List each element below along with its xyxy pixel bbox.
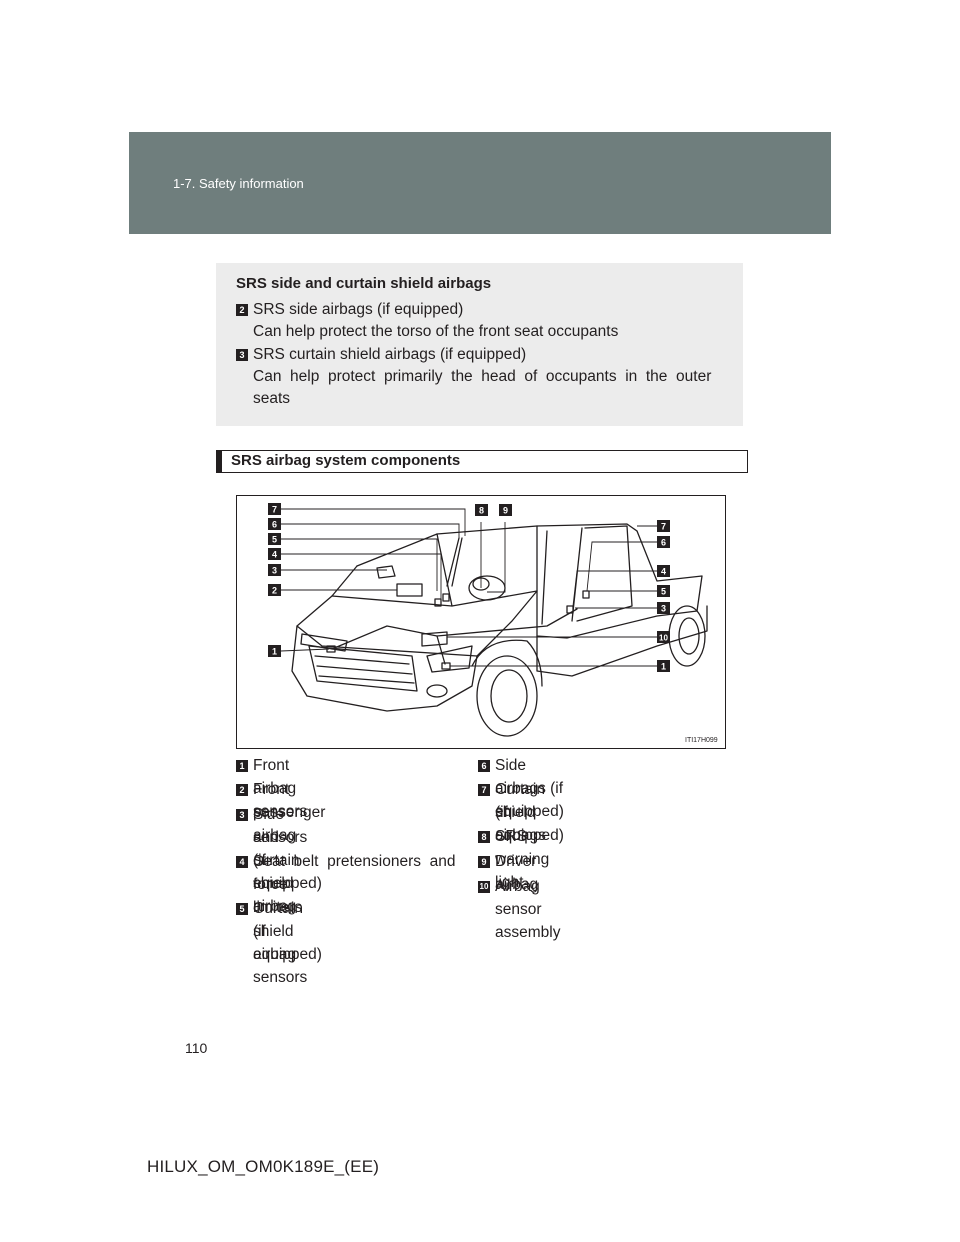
legend-label: Seat belt pretensioners and xyxy=(253,850,456,873)
callout-number: 3 xyxy=(661,604,666,614)
callout-number: 9 xyxy=(503,506,508,516)
page-number: 110 xyxy=(185,1040,207,1056)
info-item-desc: seats xyxy=(253,388,290,410)
callout-left: 7 xyxy=(268,503,281,515)
callout-number: 4 xyxy=(661,567,666,577)
number-badge: 3 xyxy=(236,349,248,361)
callout-number: 3 xyxy=(272,566,277,576)
legend-label: (if equipped) xyxy=(253,920,322,966)
section-heading-text: SRS airbag system components xyxy=(231,452,460,469)
callout-number: 2 xyxy=(272,586,277,596)
callout-number: 6 xyxy=(661,538,666,548)
callout-number: 6 xyxy=(272,520,277,530)
number-badge: 9 xyxy=(478,856,490,868)
legend-label: Airbag sensor assembly xyxy=(495,875,560,944)
callout-number: 5 xyxy=(661,587,666,597)
page-header: 1-7. Safety information xyxy=(129,132,831,234)
number-badge: 7 xyxy=(478,784,490,796)
info-item-label: SRS side airbags (if equipped) xyxy=(253,299,463,321)
callout-number: 7 xyxy=(272,505,277,515)
callout-number: 8 xyxy=(479,506,484,516)
callout-number: 4 xyxy=(272,550,277,560)
number-badge: 2 xyxy=(236,304,248,316)
number-badge: 4 xyxy=(236,856,248,868)
callout-number: 5 xyxy=(272,535,277,545)
number-badge: 2 xyxy=(236,784,248,796)
info-box: SRS side and curtain shield airbags 2 SR… xyxy=(216,263,743,426)
truck-illustration: 7 6 5 4 3 2 1 8 9 7 6 4 5 3 10 1 ITI17H0… xyxy=(237,496,725,748)
info-item-desc: Can help protect primarily the head of o… xyxy=(253,366,711,388)
section-heading: SRS airbag system components xyxy=(216,450,748,473)
number-badge: 3 xyxy=(236,809,248,821)
document-footer-code: HILUX_OM_OM0K189E_(EE) xyxy=(147,1157,379,1177)
number-badge: 6 xyxy=(478,760,490,772)
info-item-desc: Can help protect the torso of the front … xyxy=(253,321,618,343)
section-breadcrumb: 1-7. Safety information xyxy=(173,176,304,191)
callout-number: 7 xyxy=(661,522,666,532)
number-badge: 8 xyxy=(478,831,490,843)
number-badge: 5 xyxy=(236,903,248,915)
callout-number: 10 xyxy=(659,634,668,643)
figure-code: ITI17H099 xyxy=(685,737,718,744)
number-badge: 10 xyxy=(478,881,490,893)
callout-number: 1 xyxy=(661,662,666,672)
number-badge: 1 xyxy=(236,760,248,772)
info-box-title: SRS side and curtain shield airbags xyxy=(236,275,491,292)
info-item-label: SRS curtain shield airbags (if equipped) xyxy=(253,344,526,366)
callout-number: 1 xyxy=(272,647,277,657)
airbag-diagram: 7 6 5 4 3 2 1 8 9 7 6 4 5 3 10 1 ITI17H0… xyxy=(236,495,726,749)
